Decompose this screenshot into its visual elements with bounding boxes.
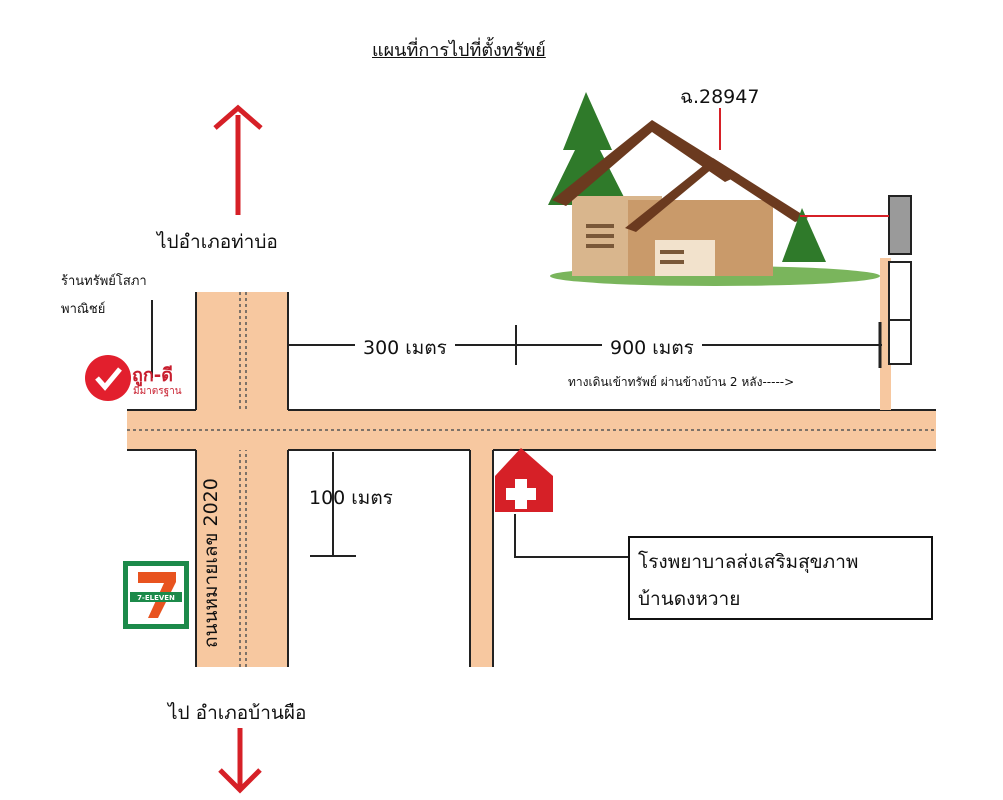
north-destination-label: ไปอำเภอท่าบ่อ xyxy=(157,231,278,253)
hospital-label-box: โรงพยาบาลส่งเสริมสุขภาพ บ้านดงหวาย xyxy=(628,536,933,620)
distance-300m: 300 เมตร xyxy=(355,333,455,363)
house-with-trees-icon xyxy=(548,92,889,286)
badge-subtitle: มีมาตรฐาน xyxy=(133,386,182,397)
seven-eleven-name: 7-ELEVEN xyxy=(137,594,175,602)
shop-label: ร้านทรัพย์โสภา พาณิชย์ xyxy=(61,268,147,324)
south-destination-label: ไป อำเภอบ้านผือ xyxy=(168,702,307,724)
east-west-road xyxy=(127,409,936,451)
road-name-label: ถนนหมายเลข 2020 xyxy=(200,478,222,648)
badge-icon xyxy=(85,355,131,401)
shop-label-line-2: พาณิชย์ xyxy=(61,302,106,317)
walk-path xyxy=(880,258,891,410)
north-arrow-icon xyxy=(213,104,263,215)
hospital-label-line-2: บ้านดงหวาย xyxy=(638,588,741,610)
hospital-cross-icon xyxy=(495,448,628,558)
shop-label-line-1: ร้านทรัพย์โสภา xyxy=(61,274,147,289)
property-deed-label: ฉ.28947 xyxy=(680,86,760,108)
distance-100m: 100 เมตร xyxy=(309,487,393,509)
distance-900m: 900 เมตร xyxy=(602,333,702,363)
property-buildings xyxy=(888,195,912,365)
map-title: แผนที่การไปที่ตั้งทรัพย์ xyxy=(372,40,546,61)
side-road xyxy=(469,450,494,667)
hospital-label-line-1: โรงพยาบาลส่งเสริมสุขภาพ xyxy=(638,551,859,573)
south-arrow-icon xyxy=(218,728,262,794)
seven-eleven-logo-icon: 7-ELEVEN xyxy=(123,561,189,629)
road-2020 xyxy=(195,292,289,667)
badge-title: ถูก-ดี xyxy=(132,365,173,386)
walk-note: ทางเดินเข้าทรัพย์ ผ่านข้างบ้าน 2 หลัง---… xyxy=(568,375,795,389)
